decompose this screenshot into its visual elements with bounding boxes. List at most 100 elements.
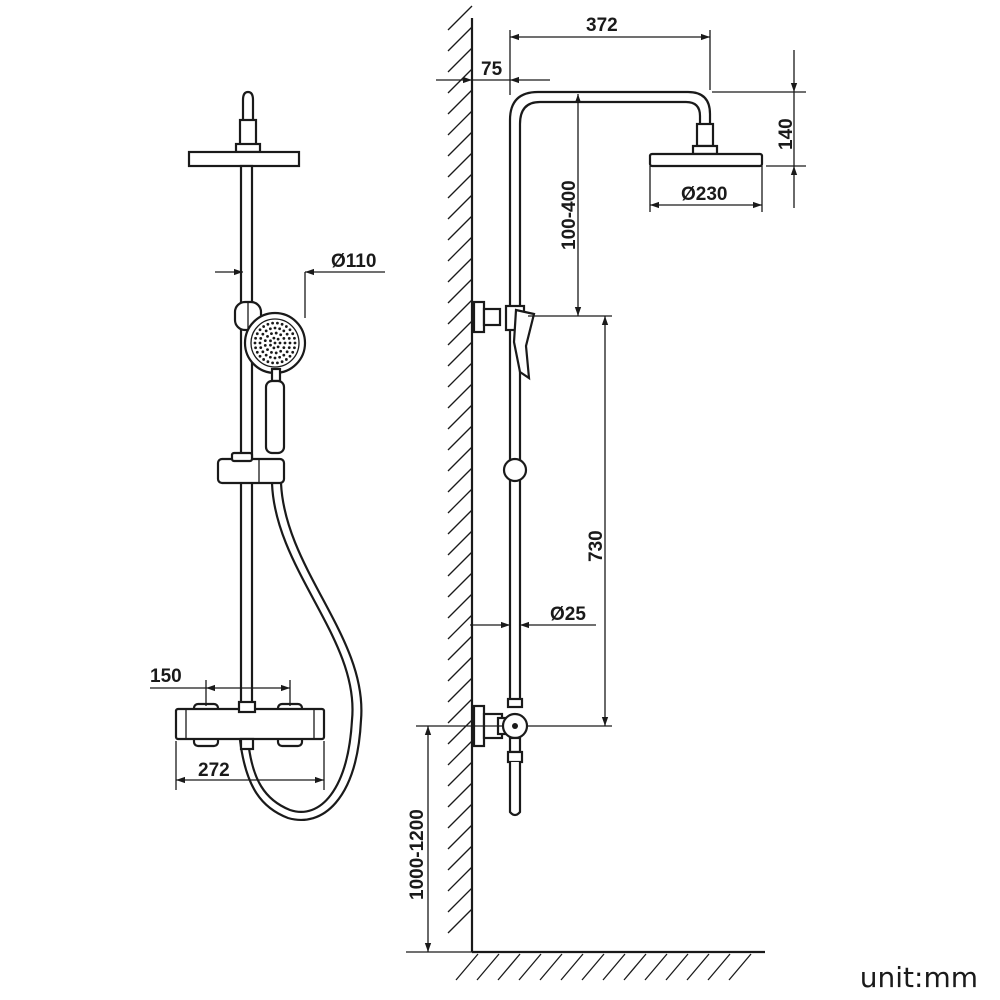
floor-hatch-line	[686, 953, 710, 981]
floor-hatch-line	[623, 953, 647, 981]
shower-hose	[246, 482, 354, 813]
spray-nozzle	[288, 354, 292, 358]
wall-hatch-line	[447, 47, 473, 73]
wall-hatch-line	[447, 530, 473, 556]
spray-nozzle	[254, 346, 257, 350]
spray-nozzle	[253, 341, 257, 345]
wall-hatch-line	[447, 593, 473, 619]
wall-hatch-line	[447, 320, 473, 346]
spray-nozzle	[293, 336, 296, 340]
wall-hatch-line	[447, 194, 473, 220]
wall-hatch-line	[447, 803, 473, 829]
spray-nozzle	[282, 336, 286, 340]
spray-nozzle	[254, 336, 257, 340]
spray-nozzle	[280, 322, 284, 326]
wall-hatch-line	[447, 383, 473, 409]
spray-nozzle	[278, 341, 282, 345]
side-view	[447, 5, 765, 981]
spray-nozzle	[278, 355, 282, 359]
hand-shower	[243, 311, 307, 455]
side-valve	[472, 697, 529, 817]
floor-hatch-line	[518, 953, 542, 981]
wall-hatch-line	[447, 5, 473, 31]
wall	[447, 5, 474, 952]
spray-nozzle	[258, 328, 262, 332]
wall-hatch-line	[447, 635, 473, 661]
dim-pipe-diameter: Ø25	[550, 604, 586, 625]
front-shower-head	[187, 90, 301, 168]
floor-hatch-line	[560, 953, 584, 981]
spray-nozzle	[266, 334, 269, 338]
spray-nozzle	[262, 325, 266, 328]
wall-hatch-line	[447, 173, 473, 199]
dim-head-drop: 140	[776, 118, 797, 150]
spray-nozzle	[266, 322, 270, 326]
wall-hatch-line	[447, 761, 473, 787]
wall-hatch-line	[447, 824, 473, 850]
wall-hatch-line	[447, 152, 473, 178]
wall-hatch-line	[447, 677, 473, 703]
spray-nozzle	[276, 337, 280, 341]
spray-nozzle	[271, 321, 274, 325]
spray-nozzle	[273, 326, 277, 330]
spray-nozzle	[273, 341, 277, 345]
wall-hatch-line	[447, 908, 473, 934]
wall-hatch-line	[447, 845, 473, 871]
spray-nozzle	[282, 329, 286, 333]
spray-nozzle	[282, 353, 286, 357]
dim-valve-center-distance: 150	[150, 666, 182, 687]
spray-nozzle	[279, 349, 283, 353]
spray-nozzle	[276, 321, 279, 325]
spray-nozzle	[264, 329, 268, 333]
spray-nozzle	[255, 350, 259, 354]
spray-nozzle	[263, 339, 267, 343]
wall-hatch-line	[447, 257, 473, 283]
wall-hatch-line	[447, 698, 473, 724]
wall-hatch-line	[447, 719, 473, 745]
floor-hatch-line	[707, 953, 731, 981]
spray-nozzle	[291, 350, 295, 354]
dim-arm-height-range: 100-400	[559, 180, 580, 250]
wall-hatch-line	[447, 236, 473, 262]
spray-nozzle	[287, 336, 291, 340]
dim-valve-length: 272	[198, 760, 230, 781]
spray-nozzle	[273, 356, 277, 360]
floor-hatch-line	[581, 953, 605, 981]
floor-hatch-line	[539, 953, 563, 981]
wall-hatch-line	[447, 299, 473, 325]
spray-nozzle	[279, 333, 283, 337]
spray-nozzle	[288, 328, 292, 332]
wall-hatch-line	[447, 404, 473, 430]
spray-nozzle	[269, 339, 272, 343]
wall-hatch-line	[447, 278, 473, 304]
front-dimensions: Ø110 150 272	[150, 251, 385, 790]
spray-nozzle	[280, 360, 284, 364]
spray-nozzle	[274, 331, 278, 335]
spray-nozzle	[268, 355, 272, 359]
wall-hatch-line	[447, 68, 473, 94]
unit-label: unit:mm	[859, 961, 978, 994]
spray-nozzle	[255, 332, 259, 336]
front-riser-pipe	[239, 164, 254, 712]
side-riser-and-arm	[508, 90, 764, 700]
wall-hatch-line	[447, 131, 473, 157]
wall-hatch-line	[447, 572, 473, 598]
spray-nozzle	[278, 327, 282, 331]
wall-hatch-line	[447, 614, 473, 640]
spray-nozzle	[293, 341, 297, 345]
spray-nozzle	[270, 350, 273, 354]
wall-hatch-line	[447, 509, 473, 535]
spray-nozzle	[263, 343, 267, 347]
wall-hatch-line	[447, 866, 473, 892]
dim-mounting-height: 1000-1200	[407, 809, 428, 900]
wall-hatch-line	[447, 110, 473, 136]
spray-nozzle	[266, 348, 269, 352]
front-view	[174, 90, 363, 821]
spray-nozzle	[268, 327, 272, 331]
spray-nozzle	[262, 358, 266, 361]
spray-nozzle	[269, 343, 272, 347]
floor	[455, 950, 765, 981]
spray-nozzle	[283, 341, 287, 345]
side-dimensions: 372 75 140 Ø230 100-400 730 Ø25 1000-	[406, 15, 806, 953]
wall-hatch-line	[447, 656, 473, 682]
